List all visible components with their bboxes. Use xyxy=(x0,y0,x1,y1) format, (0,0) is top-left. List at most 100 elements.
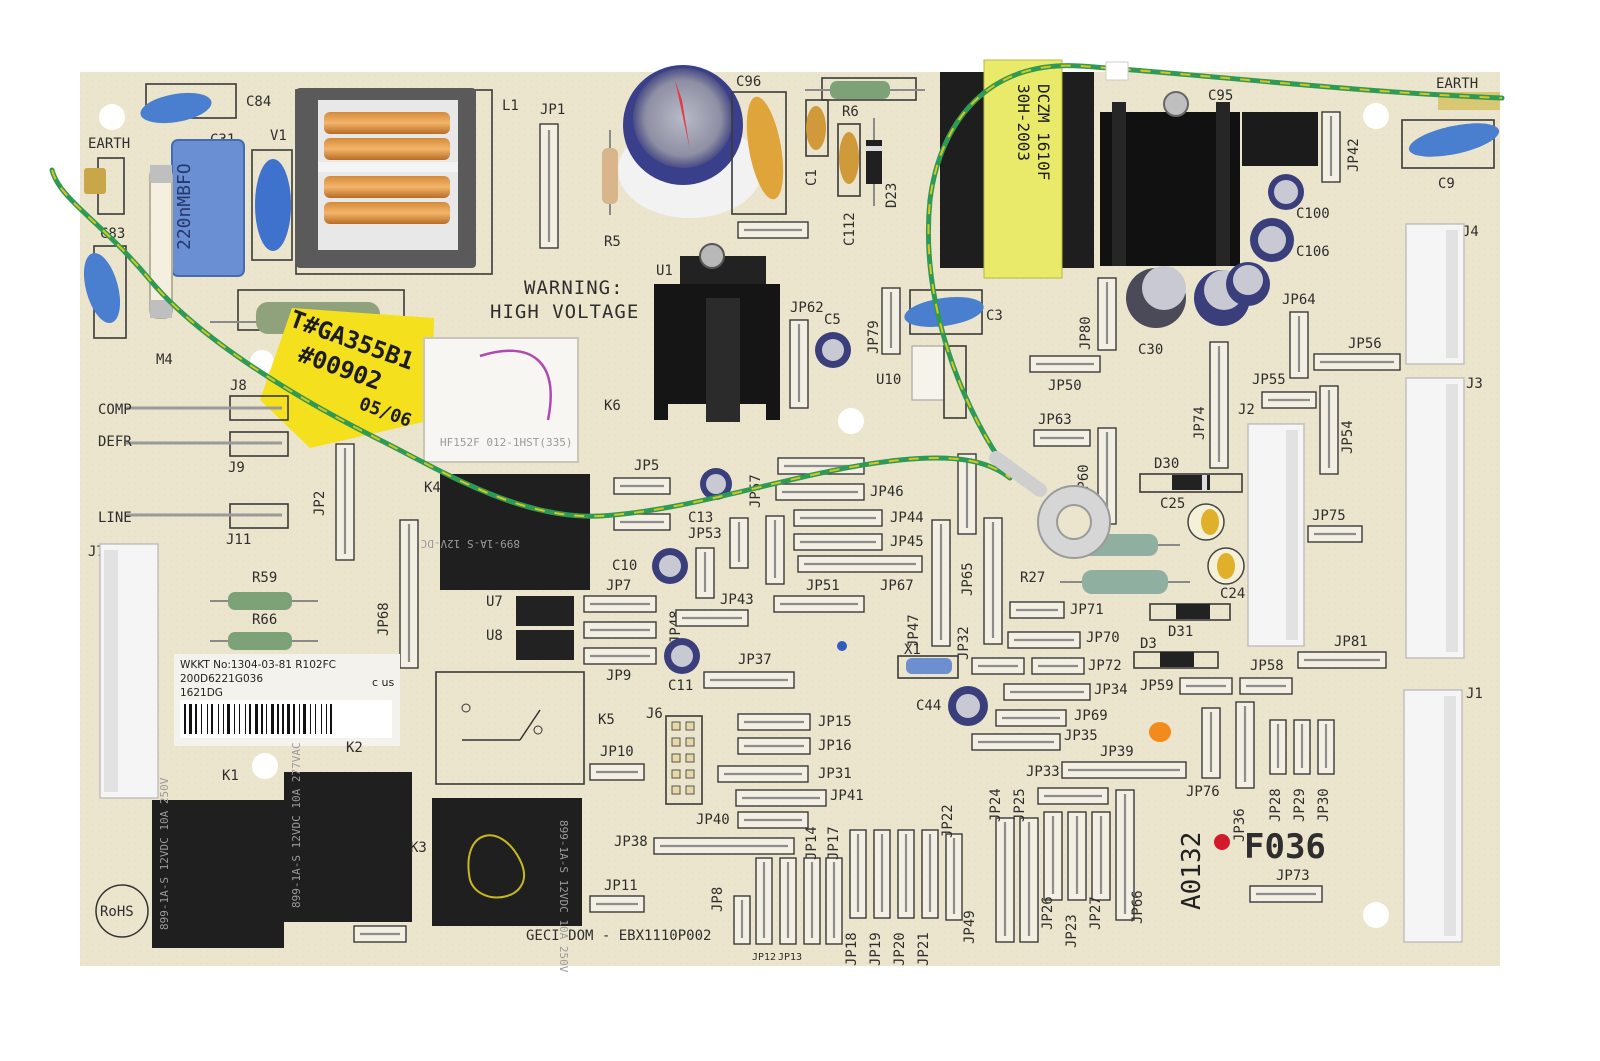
svg-text:C100: C100 xyxy=(1296,206,1330,222)
c3-capacitor: C3 xyxy=(904,289,1003,335)
svg-text:C24: C24 xyxy=(1220,586,1245,602)
svg-text:C1: C1 xyxy=(804,169,820,186)
svg-text:R59: R59 xyxy=(252,570,277,586)
jp65-jumper: JP65 xyxy=(960,517,1003,645)
barcode-bar xyxy=(218,704,219,734)
svg-text:JP7: JP7 xyxy=(606,578,631,594)
barcode-bar xyxy=(249,704,251,734)
jp39-jumper: JP39 xyxy=(1061,744,1187,779)
l1-common-mode-choke: L1 xyxy=(295,88,519,275)
svg-text:200D6221G036: 200D6221G036 xyxy=(180,673,263,685)
j4-connector[interactable]: J4 xyxy=(1405,223,1479,365)
svg-text:JP33: JP33 xyxy=(1026,764,1060,780)
c96-capacitor: C96 xyxy=(731,74,809,239)
svg-text:R5: R5 xyxy=(604,234,621,250)
barcode-bar xyxy=(330,704,332,734)
jp54-jumper: JP54 xyxy=(1319,385,1356,475)
jp11-jumper: JP11 xyxy=(589,878,645,913)
j3-connector[interactable]: J3 xyxy=(1405,376,1483,659)
u7-u8-optocouplers: U7 U8 xyxy=(486,594,574,660)
svg-text:JP79: JP79 xyxy=(866,320,882,354)
svg-text:JP12: JP12 xyxy=(752,952,776,963)
j7-connector[interactable]: J7 xyxy=(88,543,159,799)
jp1-jumper: JP1 xyxy=(539,102,565,249)
j6-header[interactable]: J6 xyxy=(646,706,703,805)
svg-text:JP28: JP28 xyxy=(1268,788,1284,822)
c112-capacitor: C112 xyxy=(837,123,861,246)
barcode-bar xyxy=(303,704,306,734)
c9-capacitor: C9 xyxy=(1401,119,1500,192)
svg-text:C3: C3 xyxy=(986,308,1003,324)
svg-text:JP23: JP23 xyxy=(1064,914,1080,948)
barcode-bar xyxy=(277,704,279,734)
svg-text:JP15: JP15 xyxy=(818,714,852,730)
svg-text:JP8: JP8 xyxy=(710,887,726,912)
svg-text:JP76: JP76 xyxy=(1186,784,1220,800)
blue-dot xyxy=(837,641,847,651)
u1-regulator-heatsink: U1 xyxy=(654,243,780,422)
svg-text:JP35: JP35 xyxy=(1064,728,1098,744)
svg-text:U7: U7 xyxy=(486,594,503,610)
svg-text:R6: R6 xyxy=(842,104,859,120)
jp62-jumper: JP62 xyxy=(789,300,824,409)
svg-text:C9: C9 xyxy=(1438,176,1455,192)
jp37-jumper: JP37 xyxy=(703,652,795,689)
barcode-bar xyxy=(315,704,316,734)
j2-connector[interactable]: J2 xyxy=(1238,402,1305,647)
barcode-bar xyxy=(261,704,263,734)
j6-pin xyxy=(671,785,681,795)
barcode-bar xyxy=(287,704,290,734)
svg-text:JP30: JP30 xyxy=(1316,788,1332,822)
j6-pin xyxy=(685,785,695,795)
svg-text:C44: C44 xyxy=(916,698,941,714)
svg-text:K5: K5 xyxy=(598,712,615,728)
svg-text:JP70: JP70 xyxy=(1086,630,1120,646)
jp63-jumper: JP63 xyxy=(1033,412,1091,447)
k3-relay: K3 899-1A-S 12VDC 10A 250V xyxy=(410,798,582,973)
d30-diode: D30 xyxy=(1139,456,1243,493)
svg-text:K1: K1 xyxy=(222,768,239,784)
barcode-bar xyxy=(207,704,208,734)
j1-connector[interactable]: J1 xyxy=(1403,686,1483,943)
earth-terminal-left: EARTH xyxy=(84,136,130,215)
svg-text:D3: D3 xyxy=(1140,636,1157,652)
svg-text:899-1A-S 12VDC 10A 277VAC: 899-1A-S 12VDC 10A 277VAC xyxy=(290,742,303,908)
j6-pin xyxy=(685,753,695,763)
svg-text:JP75: JP75 xyxy=(1312,508,1346,524)
svg-text:JP80: JP80 xyxy=(1078,316,1094,350)
svg-text:JP34: JP34 xyxy=(1094,682,1128,698)
svg-text:JP38: JP38 xyxy=(614,834,648,850)
c77-capacitor xyxy=(700,468,732,500)
svg-text:J3: J3 xyxy=(1466,376,1483,392)
svg-text:JP63: JP63 xyxy=(1038,412,1072,428)
jp76-jumper: JP76 xyxy=(1186,707,1221,800)
svg-text:C5: C5 xyxy=(824,312,841,328)
j8-header: J8 COMP xyxy=(98,378,289,421)
svg-text:K2: K2 xyxy=(346,740,363,756)
svg-text:GECI DOM - EBX1110P002: GECI DOM - EBX1110P002 xyxy=(526,928,711,944)
x1-resonator: X1 xyxy=(897,642,959,679)
jp61-jumper xyxy=(957,453,977,535)
svg-text:JP49: JP49 xyxy=(962,910,978,944)
code-markings: A0132 F036 xyxy=(1177,827,1326,910)
svg-text:JP72: JP72 xyxy=(1088,658,1122,674)
svg-text:JP40: JP40 xyxy=(696,812,730,828)
svg-text:J8: J8 xyxy=(230,378,247,394)
svg-text:JP27: JP27 xyxy=(1088,896,1104,930)
svg-text:JP10: JP10 xyxy=(600,744,634,760)
svg-text:JP74: JP74 xyxy=(1192,406,1208,440)
jp64-jumper: JP64 xyxy=(1282,292,1316,379)
c24-capacitor: C24 xyxy=(1207,547,1245,602)
svg-text:L1: L1 xyxy=(502,98,519,114)
svg-text:JP1: JP1 xyxy=(540,102,565,118)
svg-text:JP69: JP69 xyxy=(1074,708,1108,724)
svg-text:HF152F 012-1HST(335): HF152F 012-1HST(335) xyxy=(440,436,572,449)
svg-text:C25: C25 xyxy=(1160,496,1185,512)
c11-capacitor: C11 xyxy=(664,638,700,694)
svg-text:JP22: JP22 xyxy=(940,804,956,838)
j6-pin xyxy=(671,721,681,731)
svg-text:D23: D23 xyxy=(884,183,900,208)
svg-text:J1: J1 xyxy=(1466,686,1483,702)
svg-text:JP59: JP59 xyxy=(1140,678,1174,694)
